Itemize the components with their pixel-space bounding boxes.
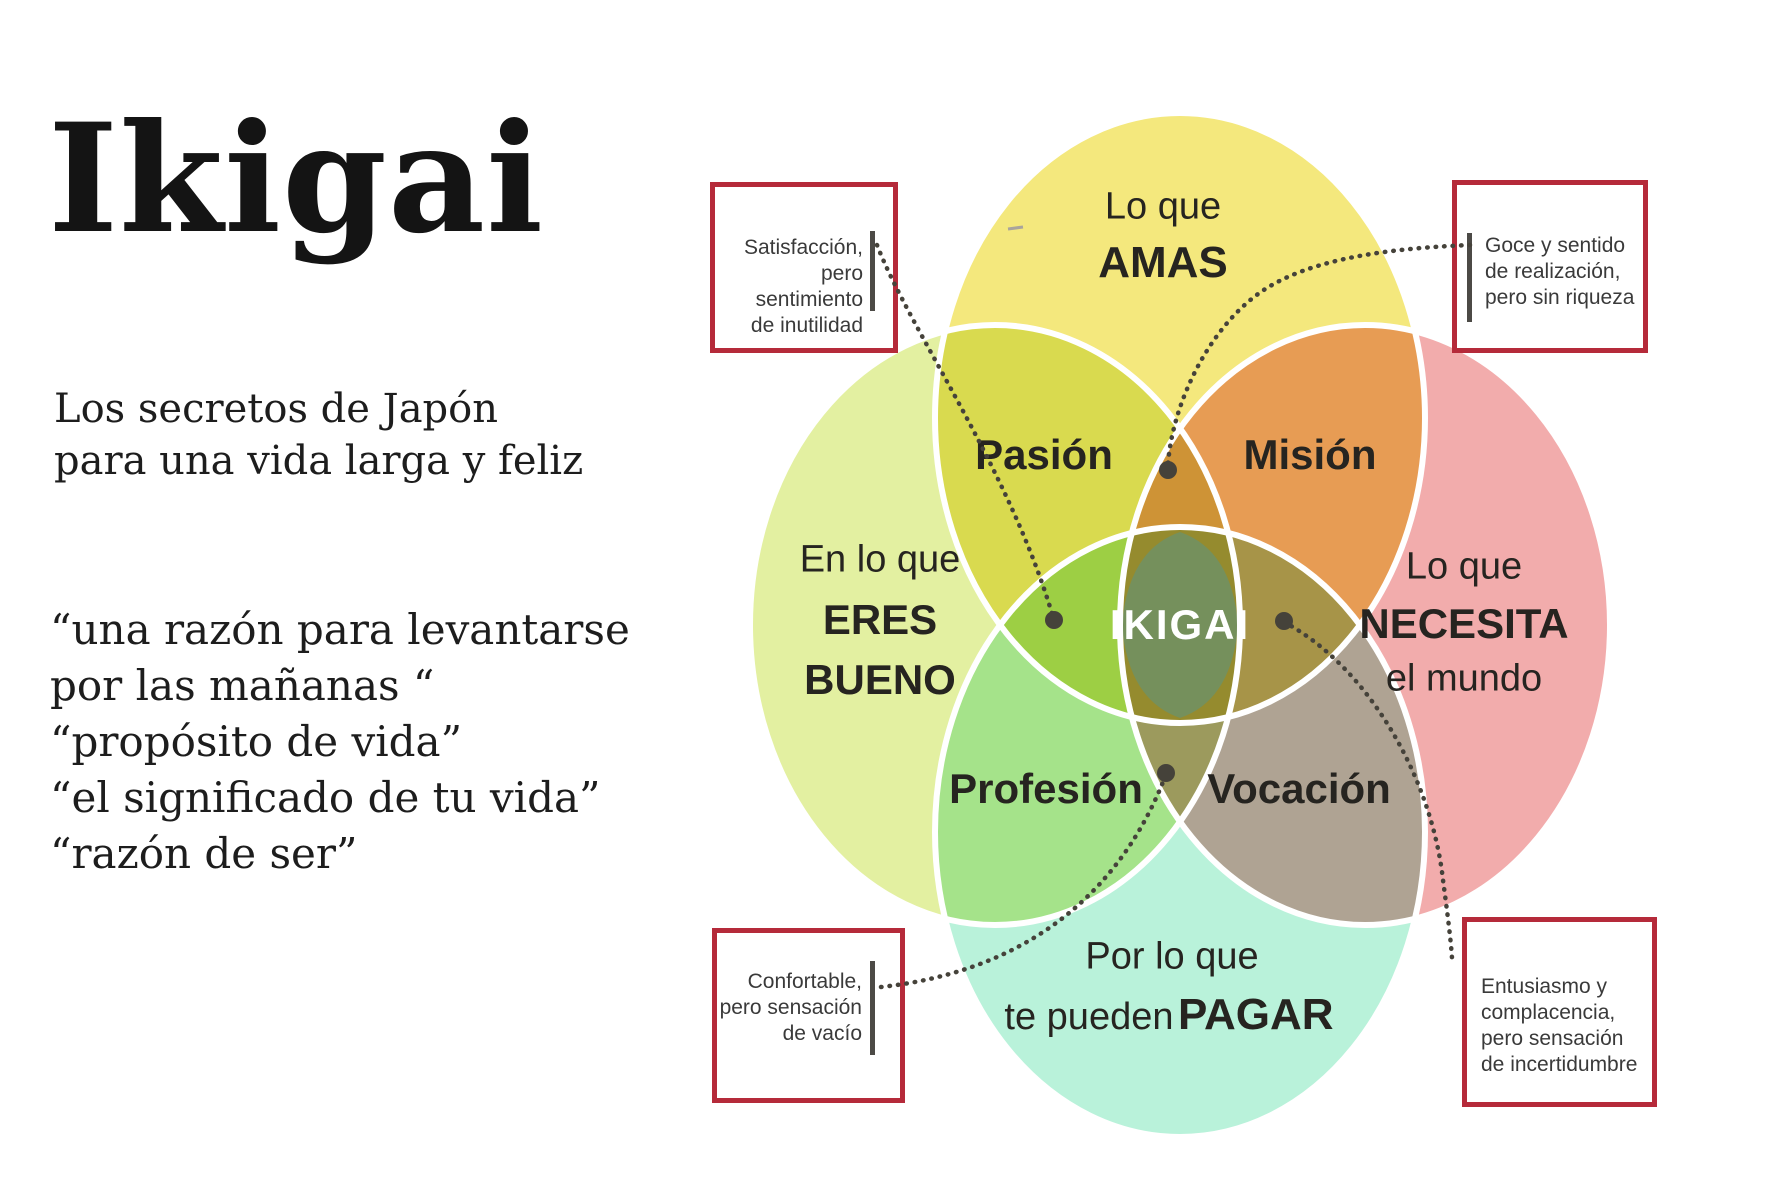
good-label-pre: En lo que xyxy=(799,538,961,581)
callout-line: pero sin riqueza xyxy=(1485,286,1635,309)
callout-line: pero sensación xyxy=(719,996,862,1019)
callout-text: Goce y sentido de realización, pero sin … xyxy=(1485,233,1634,311)
ikigai-center-region xyxy=(1122,532,1238,718)
callout-line: pero sensación xyxy=(1481,1027,1624,1050)
needs-label-post: el mundo xyxy=(1385,657,1543,700)
mission-label: Misión xyxy=(1243,431,1377,478)
quote-line: “una razón para levantarse xyxy=(50,605,630,654)
callout-satisfaction: Satisfacción, pero sentimiento de inutil… xyxy=(710,182,898,353)
callout-line: Confortable, xyxy=(747,970,862,993)
passion-label: Pasión xyxy=(975,431,1113,478)
good-label-main2: BUENO xyxy=(804,656,956,703)
subtitle-line: Los secretos de Japón xyxy=(54,386,499,432)
callout-line: de inutilidad xyxy=(750,314,863,337)
quote-bar xyxy=(870,231,875,311)
callout-comfortable: Confortable, pero sensación de vacío xyxy=(712,928,905,1103)
paid-label-main: PAGAR xyxy=(1177,990,1334,1039)
artifact-dash xyxy=(1007,225,1024,231)
quote-line: “el significado de tu vida” xyxy=(50,773,601,822)
callout-text: Satisfacción, pero sentimiento de inutil… xyxy=(715,235,863,339)
needs-label-pre: Lo que xyxy=(1405,545,1523,588)
subtitle: Los secretos de Japón para una vida larg… xyxy=(54,383,583,487)
callout-line: Satisfacción, xyxy=(743,236,863,259)
paid-label-pre: Por lo que xyxy=(1085,935,1259,978)
quote-line: “razón de ser” xyxy=(50,829,358,878)
callout-line: pero sentimiento xyxy=(755,262,863,311)
paid-label-pre2: te pueden xyxy=(1004,996,1174,1038)
quote-line: “propósito de vida” xyxy=(50,717,463,766)
callout-line: complacencia, xyxy=(1481,1001,1616,1024)
love-label-main: AMAS xyxy=(1098,238,1228,287)
quote-bar xyxy=(1467,233,1472,322)
callout-line: de realización, xyxy=(1485,260,1621,283)
callout-text: Confortable, pero sensación de vacío xyxy=(720,969,862,1047)
paid-label-line2: te pueden PAGAR xyxy=(1004,990,1333,1040)
callout-text: Entusiasmo y complacencia, pero sensació… xyxy=(1481,974,1637,1078)
callout-line: Entusiasmo y xyxy=(1481,975,1608,998)
love-label-pre: Lo que xyxy=(1104,185,1222,228)
quotes-block: “una razón para levantarse por las mañan… xyxy=(50,602,630,882)
callout-line: Goce y sentido xyxy=(1485,234,1626,257)
vocation-label: Vocación xyxy=(1207,765,1391,812)
subtitle-line: para una vida larga y feliz xyxy=(54,438,584,484)
needs-label-main: NECESITA xyxy=(1359,600,1569,647)
quote-line: por las mañanas “ xyxy=(50,661,435,710)
page-title: Ikigai xyxy=(48,91,545,267)
callout-line: de vacío xyxy=(782,1022,862,1045)
good-label-main: ERES xyxy=(822,596,938,643)
ikigai-center-label: IKIGAI xyxy=(1109,601,1251,648)
profession-label: Profesión xyxy=(949,765,1143,812)
callout-enjoyment: Goce y sentido de realización, pero sin … xyxy=(1452,180,1648,353)
callout-excitement: Entusiasmo y complacencia, pero sensació… xyxy=(1462,917,1657,1107)
quote-bar xyxy=(870,961,875,1055)
callout-line: de incertidumbre xyxy=(1481,1053,1638,1076)
